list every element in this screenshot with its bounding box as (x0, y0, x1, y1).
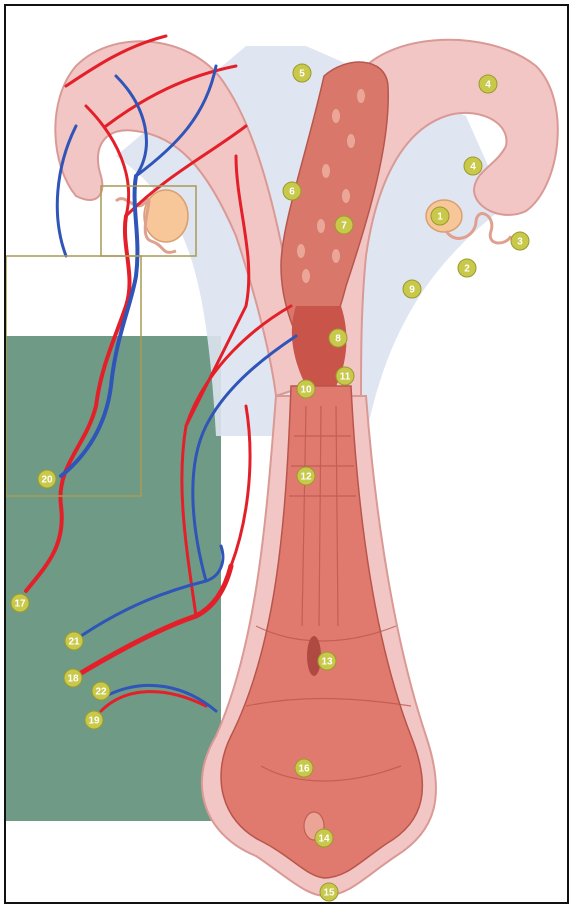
callout-label-21: 21 (65, 632, 83, 650)
callout-label-22: 22 (92, 682, 110, 700)
callout-label-20: 20 (38, 470, 56, 488)
callout-number: 21 (68, 637, 80, 648)
callout-number: 12 (300, 472, 312, 483)
callout-number: 18 (67, 674, 79, 685)
callout-number: 22 (95, 687, 107, 698)
callout-number: 16 (298, 764, 310, 775)
callout-number: 4 (485, 80, 491, 91)
callout-label-13: 13 (318, 652, 336, 670)
callout-label-8: 8 (329, 329, 347, 347)
callout-number: 15 (323, 888, 335, 899)
callout-label-11: 11 (336, 367, 354, 385)
callout-label-16: 16 (295, 759, 313, 777)
callout-number: 14 (318, 834, 330, 845)
callout-label-10: 10 (297, 380, 315, 398)
callout-label-17: 17 (11, 594, 29, 612)
callout-label-9: 9 (403, 280, 421, 298)
callout-label-14: 14 (315, 829, 333, 847)
callout-number: 5 (299, 69, 305, 80)
callout-number: 10 (300, 385, 312, 396)
callout-number: 4 (470, 162, 476, 173)
callout-number: 6 (289, 187, 295, 198)
callout-label-3: 3 (511, 232, 529, 250)
callout-number: 8 (335, 334, 341, 345)
image-frame: 123445678910111213141516171819202122 (4, 4, 569, 904)
callout-label-6: 6 (283, 182, 301, 200)
callout-label-19: 19 (85, 711, 103, 729)
callout-number: 19 (88, 716, 100, 727)
callout-label-7: 7 (335, 216, 353, 234)
callout-label-15: 15 (320, 883, 338, 901)
callout-label-4: 4 (479, 75, 497, 93)
reproductive-tract-illustration: 123445678910111213141516171819202122 (6, 6, 569, 904)
callout-number: 17 (14, 599, 26, 610)
callout-label-2: 2 (458, 259, 476, 277)
callout-label-12: 12 (297, 467, 315, 485)
left-ovary (144, 190, 188, 242)
callout-number: 1 (437, 212, 443, 223)
callout-number: 2 (464, 264, 470, 275)
callout-number: 7 (341, 221, 347, 232)
callout-number: 20 (41, 475, 53, 486)
callout-label-4: 4 (464, 157, 482, 175)
callout-label-18: 18 (64, 669, 82, 687)
callout-number: 3 (517, 237, 523, 248)
callout-number: 13 (321, 657, 333, 668)
callout-number: 11 (340, 372, 351, 383)
callout-label-1: 1 (431, 207, 449, 225)
callout-label-5: 5 (293, 64, 311, 82)
callout-number: 9 (409, 285, 415, 296)
